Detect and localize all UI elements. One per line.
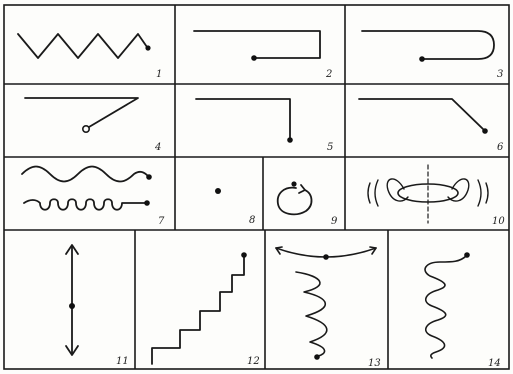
cell-number: 5	[327, 142, 333, 153]
end-dot	[146, 174, 152, 180]
end-dot	[287, 137, 293, 143]
cell-11-vertical-arrow: 11	[66, 245, 129, 367]
cell-number: 8	[249, 215, 255, 226]
bent-diagonal-line	[359, 99, 483, 129]
cell-number: 1	[156, 69, 162, 80]
start-dot	[291, 181, 296, 186]
cell-number: 6	[497, 142, 504, 153]
right-angle-line	[196, 99, 290, 138]
center-dot	[323, 254, 329, 260]
end-dot	[482, 128, 488, 134]
cell-13-swing-spiral: 13	[276, 247, 381, 369]
angled-return-line	[25, 98, 138, 127]
cell-number: 14	[488, 358, 501, 369]
cell-4-angled-return: 4	[25, 98, 161, 153]
zigzag-spiral	[296, 272, 327, 356]
vibration-mark	[368, 183, 370, 203]
cell-number: 10	[492, 216, 505, 227]
circular-arrow-path	[278, 188, 312, 215]
center-dot	[69, 303, 75, 309]
cell-8-point: 8	[215, 188, 255, 226]
left-loop	[387, 179, 408, 201]
cell-6-bent-diagonal: 6	[359, 99, 504, 153]
square-hook-line	[194, 31, 320, 58]
vibration-mark	[486, 183, 488, 203]
cell-number: 3	[497, 69, 503, 80]
wavy-line	[22, 167, 148, 182]
cell-number: 2	[325, 69, 332, 80]
cell-10-vibrating-ellipse: 10	[368, 165, 505, 227]
zigzag-line	[18, 34, 147, 58]
cell-number: 12	[247, 356, 260, 367]
end-dot	[83, 126, 89, 132]
cell-number: 13	[368, 358, 381, 369]
end-dot	[144, 200, 150, 206]
rounded-hook-line	[362, 31, 494, 59]
cell-number: 9	[331, 216, 338, 227]
cell-9-circular-arrow: 9	[278, 181, 338, 227]
looped-line	[24, 199, 146, 210]
vibration-mark	[375, 180, 378, 206]
end-dot	[419, 56, 425, 62]
end-dot	[314, 354, 320, 360]
right-loop	[448, 179, 469, 201]
cell-number: 7	[158, 216, 165, 227]
end-dot	[241, 252, 247, 258]
start-dot	[464, 252, 470, 258]
cell-5-right-angle: 5	[196, 99, 333, 153]
coil-spiral	[425, 256, 466, 358]
single-point	[215, 188, 221, 194]
cell-3-rounded-hook: 3	[362, 31, 503, 80]
cell-12-staircase: 12	[152, 252, 260, 367]
staircase-line	[152, 256, 244, 364]
cell-number: 4	[154, 142, 161, 153]
end-dot	[251, 55, 257, 61]
arrowhead	[299, 185, 305, 193]
cell-1-zigzag: 1	[18, 34, 162, 80]
cell-2-square-hook: 2	[194, 31, 332, 80]
cell-7-wavy-lines: 7	[22, 167, 165, 228]
end-dot	[145, 45, 150, 50]
cell-14-coil: 14	[425, 252, 501, 369]
vibration-mark	[478, 180, 481, 206]
cell-number: 11	[116, 356, 129, 367]
